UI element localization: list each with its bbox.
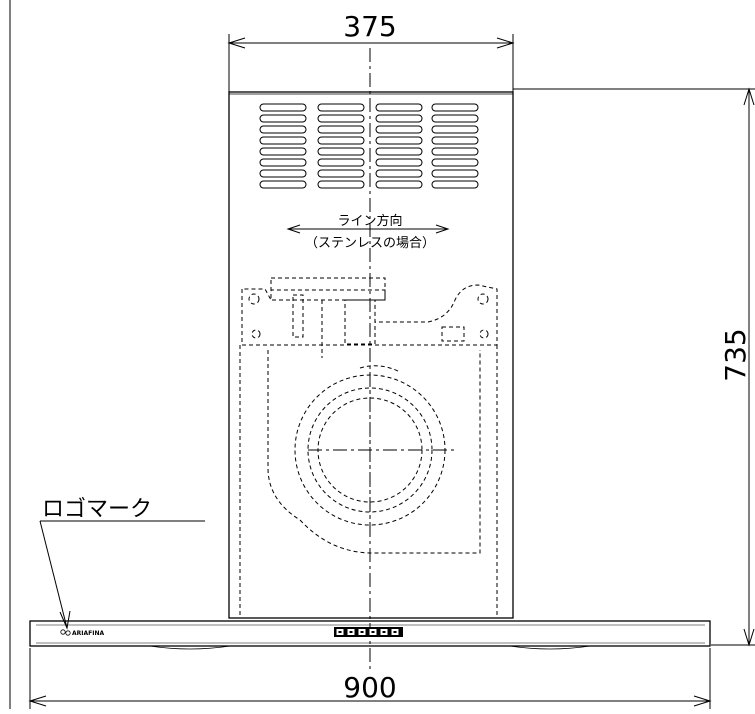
dimension-735: 735	[513, 87, 755, 647]
logo-mark-callout: ロゴマーク	[39, 497, 205, 630]
stainless-case-label: （ステンレスの場合）	[305, 236, 435, 251]
vent-slot	[259, 147, 307, 156]
control-button-mark	[371, 631, 375, 633]
vent-slot	[375, 103, 423, 112]
vent-slot	[317, 147, 365, 156]
vent-slot	[259, 103, 307, 112]
vent-slot	[259, 136, 307, 145]
vent-slot	[317, 136, 365, 145]
hidden-internal-parts	[241, 277, 498, 554]
vent-slot	[375, 158, 423, 167]
dimension-375-label: 375	[343, 10, 396, 43]
vent-slot	[375, 147, 423, 156]
vent-slot	[259, 158, 307, 167]
vent-slot	[375, 169, 423, 178]
vent-slot	[259, 180, 307, 189]
vent-slot	[431, 147, 479, 156]
vent-slot	[375, 125, 423, 134]
dimension-900-label: 900	[343, 671, 396, 704]
vent-slot	[375, 114, 423, 123]
ventilation-slots	[259, 103, 479, 189]
dimension-735-label: 735	[719, 328, 752, 381]
vent-slot	[317, 169, 365, 178]
vent-slot	[431, 136, 479, 145]
vent-slot	[317, 158, 365, 167]
vent-slot	[431, 114, 479, 123]
hood-body	[29, 620, 711, 650]
vent-slot	[317, 103, 365, 112]
vent-slot	[431, 158, 479, 167]
line-direction-label: ライン方向	[337, 213, 402, 229]
brand-logo: ARIAFINA	[60, 629, 104, 637]
vent-slot	[259, 169, 307, 178]
vent-slot	[431, 103, 479, 112]
control-buttons	[336, 629, 399, 635]
vent-slot	[431, 125, 479, 134]
vent-slot	[259, 125, 307, 134]
vent-slot	[259, 114, 307, 123]
control-button-mark	[393, 631, 397, 633]
brand-name: ARIAFINA	[72, 630, 104, 637]
control-button-mark	[382, 631, 386, 633]
chimney-cover	[228, 91, 514, 619]
control-button-mark	[360, 631, 364, 633]
dimension-900: 900	[28, 648, 712, 709]
control-button-mark	[338, 631, 342, 633]
vent-slot	[375, 180, 423, 189]
vent-slot	[317, 125, 365, 134]
dimension-375: 375	[227, 10, 515, 92]
vent-slot	[317, 114, 365, 123]
control-button-mark	[349, 631, 353, 633]
line-direction-note: ライン方向 （ステンレスの場合）	[286, 213, 450, 251]
logo-mark-label: ロゴマーク	[42, 497, 152, 522]
vent-slot	[431, 169, 479, 178]
control-panel	[334, 627, 403, 637]
vent-slot	[375, 136, 423, 145]
vent-slot	[317, 180, 365, 189]
vent-slot	[431, 180, 479, 189]
